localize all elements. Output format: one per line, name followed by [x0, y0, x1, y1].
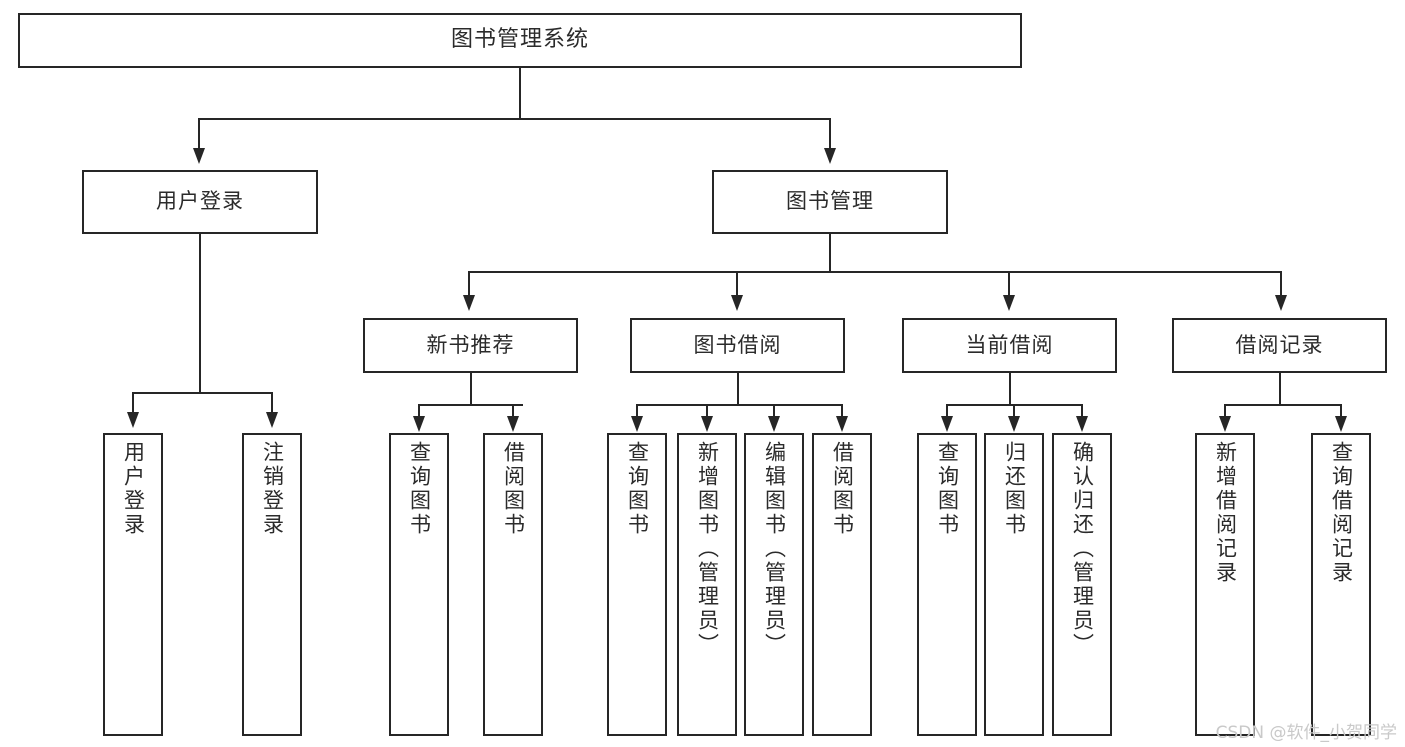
arrow-leaf-6 [701, 416, 713, 432]
arrow-book-borrow [731, 295, 743, 311]
arrow-new-books [463, 295, 475, 311]
connector-new-books-stem [470, 373, 472, 404]
connector-current-borrow-stem [1009, 373, 1011, 404]
arrow-leaf-10 [1008, 416, 1020, 432]
node-label: 归还图书 [1002, 441, 1027, 537]
node-book-borrow[interactable]: 图书借阅 [630, 318, 845, 373]
arrow-borrow-record [1275, 295, 1287, 311]
connector-drop-leaf-10 [1013, 404, 1015, 418]
node-label: 借阅图书 [830, 441, 855, 537]
node-label: 查询图书 [407, 441, 432, 537]
connector-drop-book-borrow [736, 271, 738, 297]
arrow-leaf-4 [507, 416, 519, 432]
node-label: 用户登录 [121, 441, 146, 537]
connector-borrow-record-stem [1279, 373, 1281, 404]
leaf-return-books[interactable]: 归还图书 [984, 433, 1044, 736]
node-label: 新增图书（管理员） [695, 441, 720, 657]
connector-new-books-bus [418, 404, 523, 406]
leaf-add-borrow-record[interactable]: 新增借阅记录 [1195, 433, 1255, 736]
connector-drop-leaf-4 [512, 404, 514, 418]
connector-drop-leaf-3 [418, 404, 420, 418]
arrow-book-management [824, 148, 836, 164]
connector-drop-book-management [829, 118, 831, 150]
node-label: 新书推荐 [426, 332, 515, 357]
connector-level3-bus [468, 271, 1282, 273]
leaf-logout[interactable]: 注销登录 [242, 433, 302, 736]
connector-user-login-stem [199, 234, 201, 392]
connector-user-login-bus [132, 392, 271, 394]
leaf-add-book-admin[interactable]: 新增图书（管理员） [677, 433, 737, 736]
node-label: 图书借阅 [693, 332, 782, 357]
connector-drop-leaf-11 [1081, 404, 1083, 418]
connector-drop-leaf-1 [132, 392, 134, 414]
arrow-leaf-13 [1335, 416, 1347, 432]
node-label: 用户登录 [156, 189, 244, 214]
connector-drop-user-login [198, 118, 200, 150]
arrow-leaf-7 [768, 416, 780, 432]
arrow-leaf-1 [127, 412, 139, 428]
node-label: 图书管理 [786, 189, 874, 214]
node-label: 查询图书 [935, 441, 960, 537]
leaf-search-borrow-record[interactable]: 查询借阅记录 [1311, 433, 1371, 736]
leaf-edit-book-admin[interactable]: 编辑图书（管理员） [744, 433, 804, 736]
connector-drop-new-books [468, 271, 470, 297]
arrow-leaf-5 [631, 416, 643, 432]
arrow-leaf-3 [413, 416, 425, 432]
node-label: 借阅图书 [501, 441, 526, 537]
node-borrow-record[interactable]: 借阅记录 [1172, 318, 1387, 373]
node-label: 确认归还（管理员） [1070, 441, 1095, 657]
connector-drop-leaf-6 [706, 404, 708, 418]
arrow-leaf-2 [266, 412, 278, 428]
leaf-borrow-books-new[interactable]: 借阅图书 [483, 433, 543, 736]
node-new-book-recommend[interactable]: 新书推荐 [363, 318, 578, 373]
arrow-leaf-11 [1076, 416, 1088, 432]
node-label: 图书管理系统 [450, 27, 589, 53]
connector-book-management-stem [829, 234, 831, 271]
node-label: 当前借阅 [965, 332, 1054, 357]
connector-drop-current-borrow [1008, 271, 1010, 297]
node-label: 查询图书 [625, 441, 650, 537]
connector-drop-leaf-12 [1224, 404, 1226, 418]
node-label: 借阅记录 [1235, 332, 1324, 357]
node-label: 查询借阅记录 [1329, 441, 1354, 585]
arrow-leaf-9 [941, 416, 953, 432]
connector-drop-leaf-5 [636, 404, 638, 418]
connector-drop-leaf-9 [946, 404, 948, 418]
connector-drop-borrow-record [1280, 271, 1282, 297]
connector-drop-leaf-2 [271, 392, 273, 414]
leaf-borrow-books[interactable]: 借阅图书 [812, 433, 872, 736]
arrow-current-borrow [1003, 295, 1015, 311]
connector-drop-leaf-8 [841, 404, 843, 418]
leaf-confirm-return-admin[interactable]: 确认归还（管理员） [1052, 433, 1112, 736]
leaf-search-books-current[interactable]: 查询图书 [917, 433, 977, 736]
connector-level1-bus [198, 118, 831, 120]
node-label: 编辑图书（管理员） [762, 441, 787, 657]
arrow-leaf-8 [836, 416, 848, 432]
arrow-user-login [193, 148, 205, 164]
node-book-management[interactable]: 图书管理 [712, 170, 948, 234]
node-current-borrow[interactable]: 当前借阅 [902, 318, 1117, 373]
leaf-user-login[interactable]: 用户登录 [103, 433, 163, 736]
node-root-book-management-system[interactable]: 图书管理系统 [18, 13, 1022, 68]
connector-book-borrow-bus [636, 404, 842, 406]
node-label: 注销登录 [260, 441, 285, 537]
connector-drop-leaf-7 [773, 404, 775, 418]
connector-root-stem [519, 68, 521, 118]
connector-drop-leaf-13 [1340, 404, 1342, 418]
leaf-search-books-borrow[interactable]: 查询图书 [607, 433, 667, 736]
arrow-leaf-12 [1219, 416, 1231, 432]
connector-book-borrow-stem [737, 373, 739, 404]
node-user-login[interactable]: 用户登录 [82, 170, 318, 234]
connector-borrow-record-bus [1224, 404, 1341, 406]
leaf-search-books-new[interactable]: 查询图书 [389, 433, 449, 736]
node-label: 新增借阅记录 [1213, 441, 1238, 585]
